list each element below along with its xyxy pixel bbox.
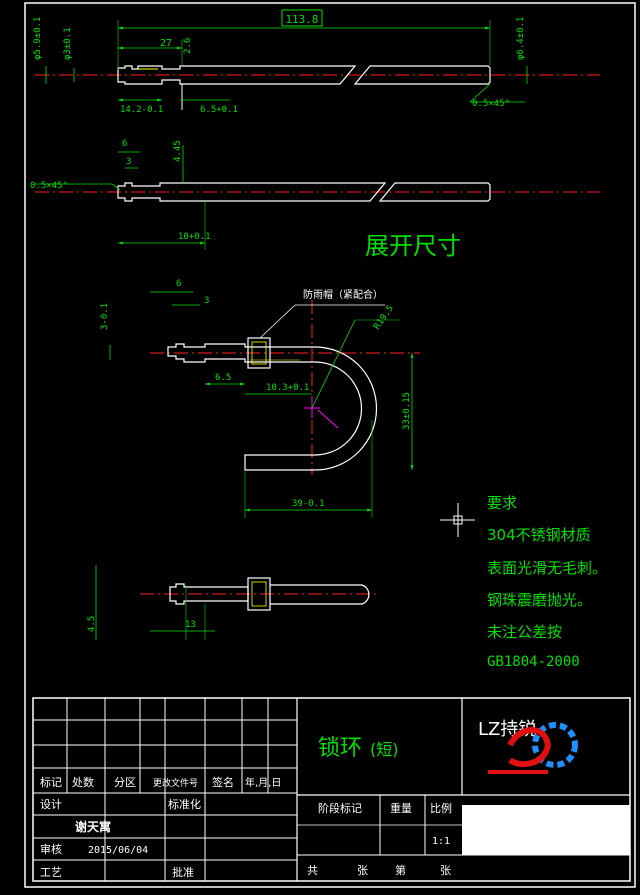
sheet-border (24, 2, 636, 888)
req-title: 要求 (487, 494, 517, 512)
dim-4-45: 4.45 (173, 140, 183, 162)
dim-39: 39-0.1 (292, 499, 325, 509)
tb-weight: 重量 (390, 801, 412, 815)
dim-33: 33±0.15 (402, 392, 412, 430)
tb-standard: 标准化 (168, 797, 201, 811)
tb-stage: 阶段标记 (318, 801, 362, 815)
tb-review: 审核 (40, 842, 62, 856)
tb-total: 共 (307, 864, 318, 877)
dim-13: 13 (185, 620, 196, 630)
tb-sheets: 张 (357, 864, 368, 877)
company-logo-icon (488, 722, 578, 774)
tb-sheet: 张 (440, 864, 451, 877)
tb-craft: 工艺 (40, 866, 62, 879)
dim-3-vert: 3-0.1 (100, 303, 110, 330)
label-rain-cap: 防雨帽（紧配合） (303, 288, 383, 301)
dim-3-bend: 3 (204, 296, 209, 306)
req-line-1: 304不锈钢材质 (487, 526, 591, 544)
req-line-5: GB1804-2000 (487, 654, 580, 670)
dim-10-3: 10.3+0.1 (266, 383, 309, 393)
label-unfold: 展开尺寸 (365, 232, 461, 260)
crosshair (440, 503, 475, 537)
dim-dia-3: φ3±0.1 (63, 27, 73, 60)
dim-14-2: 14.2-0.1 (120, 105, 163, 115)
dim-radius: R19.5 (372, 304, 396, 332)
view-bent-part: 防雨帽（紧配合） 6 3 3-0.1 6.5 10.3+0.1 R19.5 33… (100, 279, 420, 518)
tb-qty: 处数 (72, 776, 94, 789)
title-block: 标记 处数 分区 更改文件号 签名 年,月,日 设计 标准化 谢天寓 审核 20… (32, 697, 631, 882)
dim-total-length: 113.8 (285, 13, 318, 26)
dim-dia-5-9: φ5.9±0.1 (33, 17, 43, 60)
tb-part-name: 锁环 (318, 736, 362, 761)
tb-doc: 更改文件号 (153, 777, 198, 789)
dim-3-mid: 3 (126, 157, 131, 167)
view-bottom: 13 4.5 (87, 565, 380, 640)
requirements-notes: 要求 304不锈钢材质 表面光滑无毛刺。 钢珠震磨抛光。 未注公差按 GB180… (487, 494, 607, 670)
tb-part-note: (短) (370, 740, 399, 759)
tb-scale-val: 1:1 (432, 836, 450, 847)
tb-date: 2015/06/04 (88, 845, 148, 856)
tb-zone: 分区 (114, 776, 136, 789)
dim-4-5: 4.5 (87, 616, 97, 632)
view-second-rod: 6 3 4.45 0.5×45° 10+0.1 展开尺寸 (30, 139, 600, 260)
dim-6-5: 6.5+0.1 (200, 105, 238, 115)
dim-chamfer-mid: 0.5×45° (30, 181, 68, 191)
dim-6-5-bend: 6.5 (215, 373, 231, 383)
dim-27: 27 (160, 38, 172, 49)
tb-mark: 标记 (40, 775, 62, 789)
tb-date-h: 年,月,日 (245, 776, 281, 789)
tb-scale: 比例 (430, 801, 452, 815)
tb-designer: 谢天寓 (75, 819, 111, 834)
req-line-4: 未注公差按 (487, 623, 562, 641)
dim-10: 10+0.1 (178, 232, 211, 242)
tb-sign: 签名 (212, 775, 234, 789)
req-line-3: 钢珠震磨抛光。 (487, 591, 592, 609)
dim-chamfer-top: 0.5×45° (472, 99, 510, 109)
dim-dia-6-4: φ6.4±0.1 (516, 17, 526, 60)
tb-design: 设计 (40, 798, 62, 811)
tb-no: 第 (395, 863, 406, 877)
tb-approve: 批准 (172, 865, 194, 879)
dim-6-bend: 6 (176, 279, 181, 289)
dim-2-6: 2.6 (183, 38, 193, 54)
view-top-rod: 113.8 27 2.6 φ5.9±0.1 φ3±0.1 φ6.4±0.1 14… (33, 9, 600, 115)
dim-6-mid: 6 (122, 139, 127, 149)
req-line-2: 表面光滑无毛刺。 (487, 559, 607, 577)
